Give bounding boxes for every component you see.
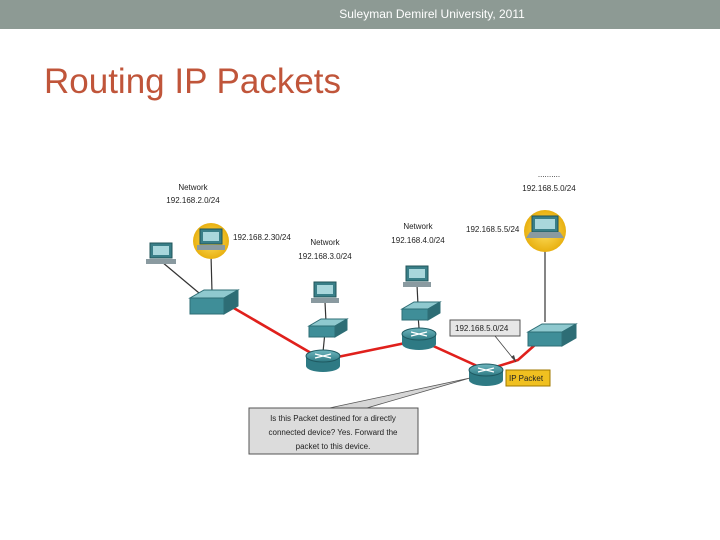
callout-box: Is this Packet destined for a directly c… [248,377,471,455]
pc-icon [311,281,339,303]
pc-icon [403,265,431,287]
switch-icon [526,323,578,347]
router-icon [401,327,437,350]
host-address-label: 192.168.2.30/24 [233,233,291,242]
route-box: 192.168.5.0/24 [449,319,521,363]
link-host-switch1 [210,254,213,293]
source-host-icon [197,228,225,250]
network-title-label: Network [310,238,340,247]
switch-icon [188,289,240,315]
network-title-label: .......... [538,170,560,179]
callout-line: Is this Packet destined for a directly [270,414,396,423]
slide-title: Routing IP Packets [44,62,342,101]
route-label: 192.168.5.0/24 [455,324,509,333]
red-path [231,305,546,372]
network-title-label: Network [178,183,208,192]
network-address-label: 192.168.4.0/24 [391,236,445,245]
callout-line: packet to this device. [296,442,371,451]
network-title-label: Network [403,222,433,231]
pc-icon [146,242,176,264]
router-icon [305,349,341,372]
header-bar: Suleyman Demirel University, 2011 [0,0,720,29]
ip-packet-label: IP Packet [509,374,544,383]
network-address-label: 192.168.2.0/24 [166,196,220,205]
switch-icon [307,318,349,338]
network-address-label: 192.168.5.0/24 [522,184,576,193]
header-text: Suleyman Demirel University, 2011 [339,7,525,21]
router-icon [468,363,504,386]
ip-packet: IP Packet [505,369,551,387]
callout-line: connected device? Yes. Forward the [269,428,399,437]
destination-laptop-icon [526,215,564,238]
destination-address-label: 192.168.5.5/24 [466,225,520,234]
link-pc1-switch1 [161,261,206,299]
switch-icon [400,301,442,321]
network-address-label: 192.168.3.0/24 [298,252,352,261]
